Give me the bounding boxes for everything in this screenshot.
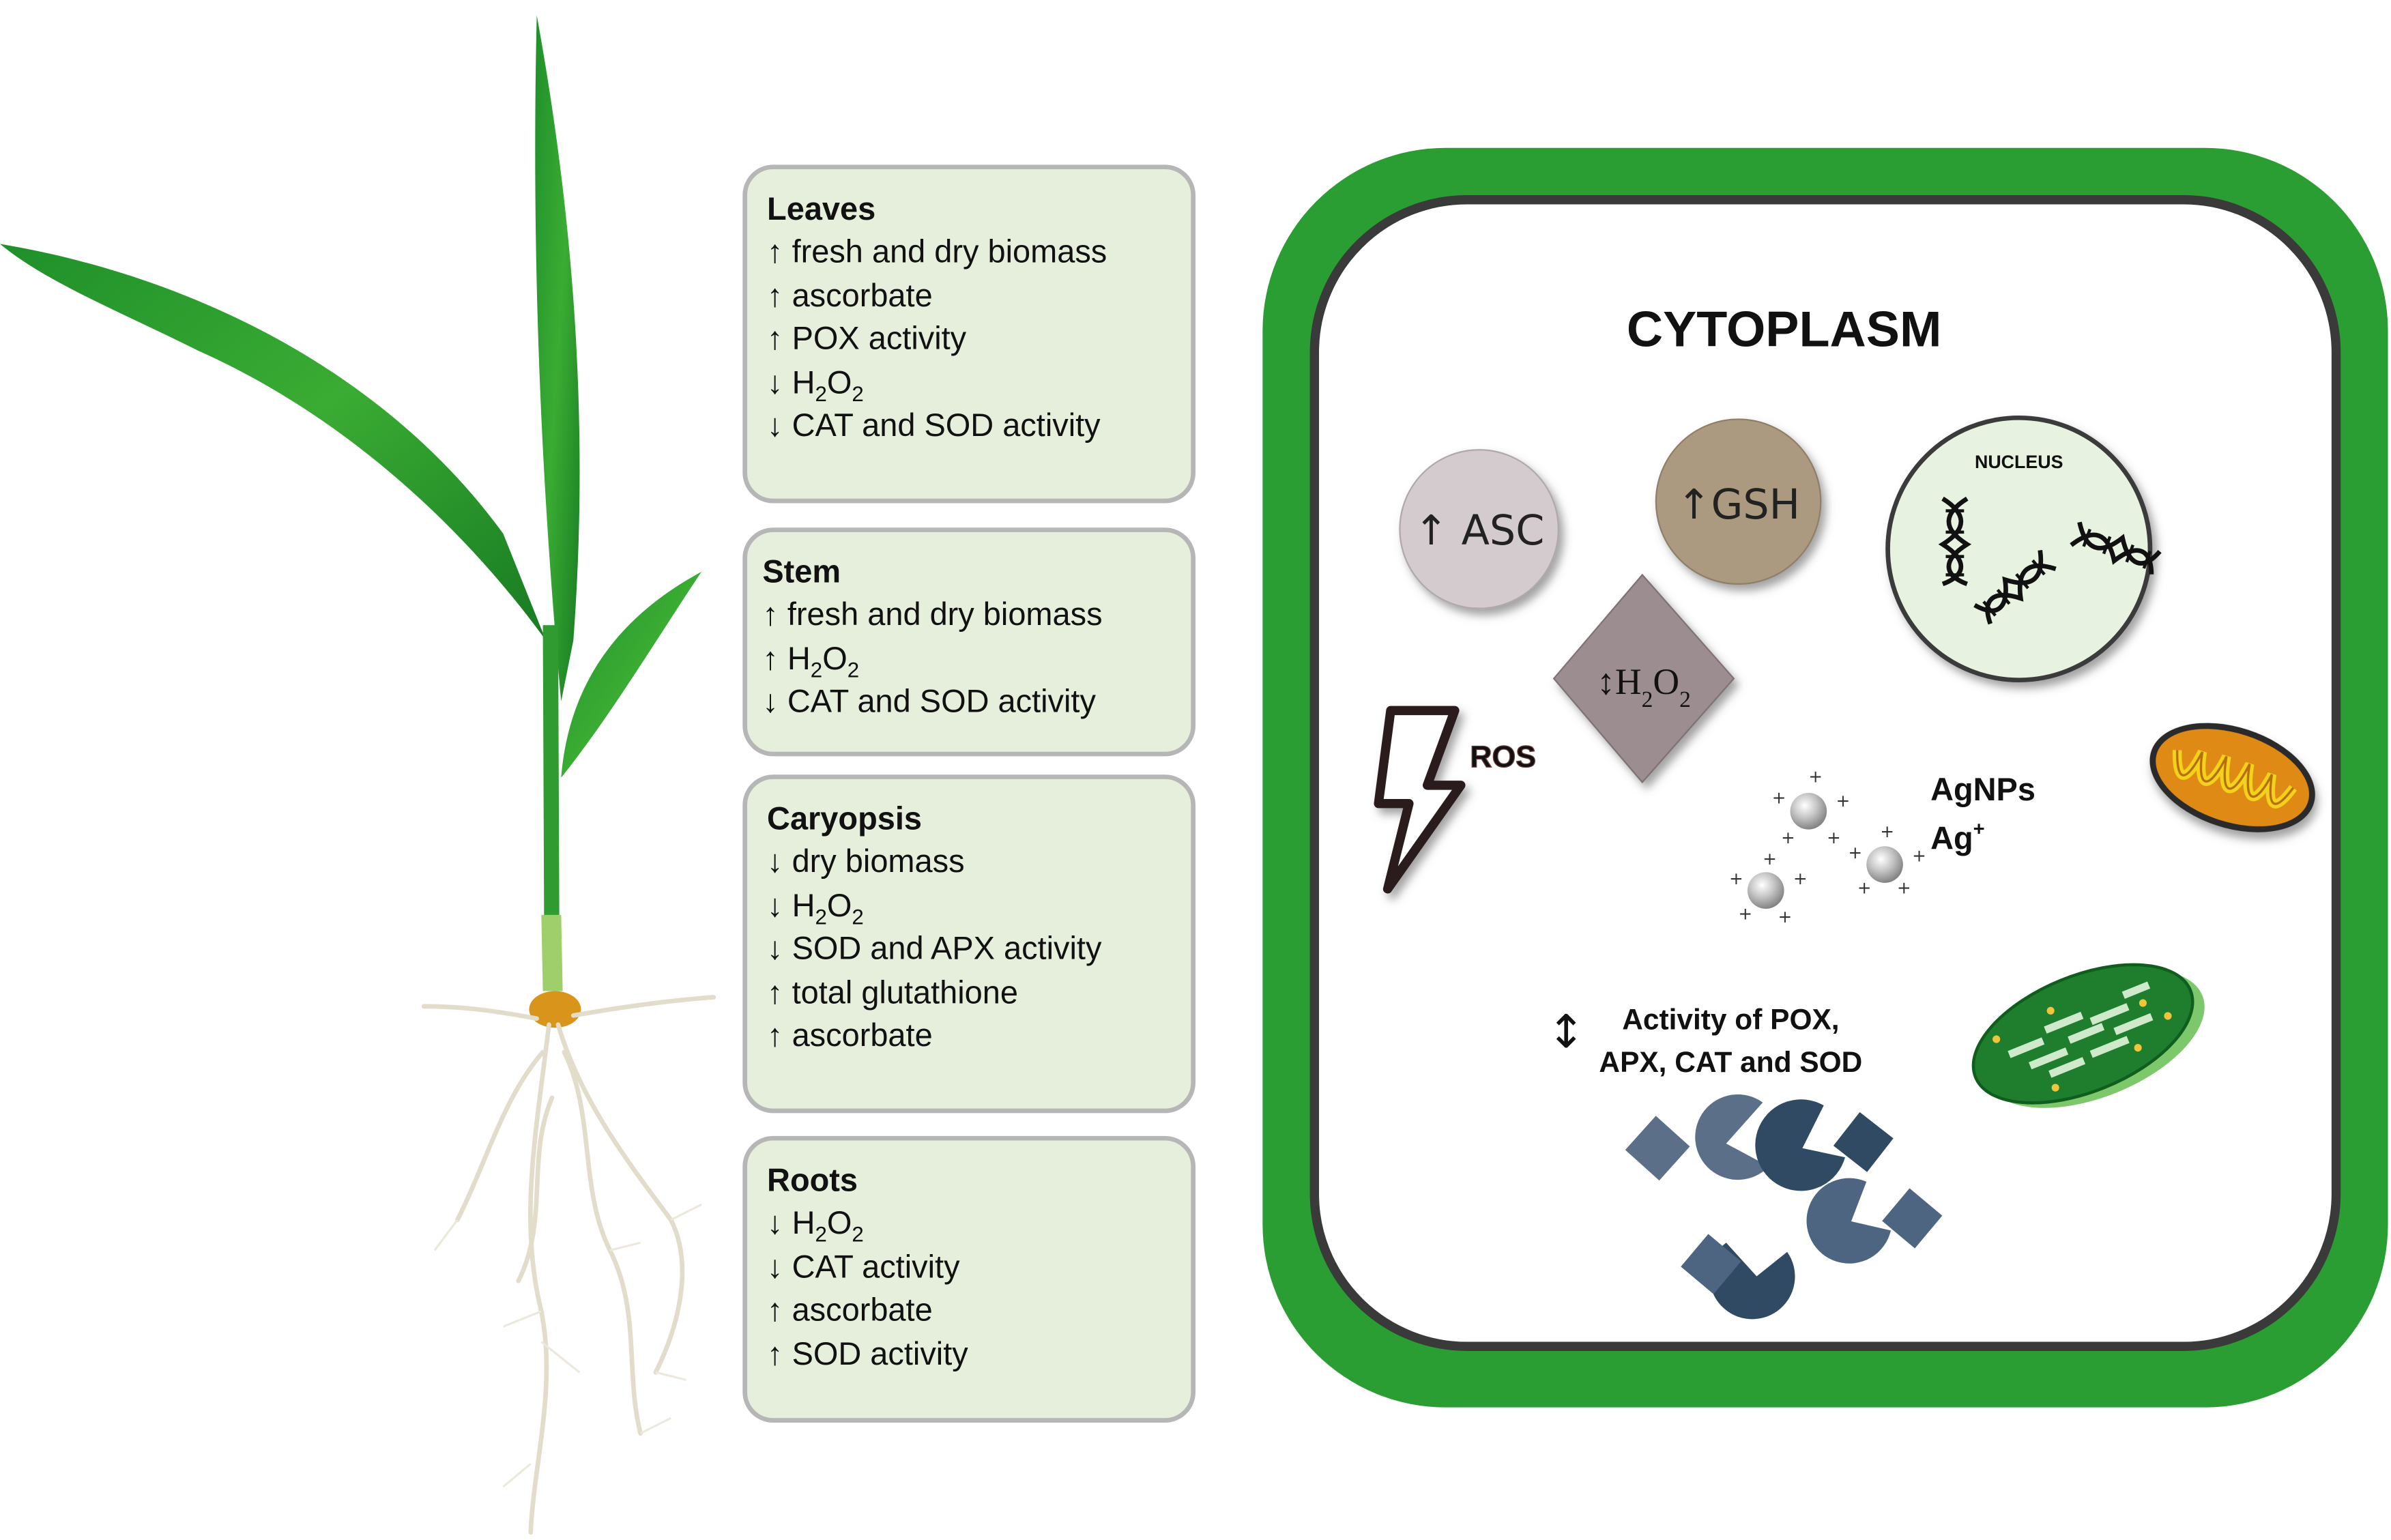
panel-roots: Roots ↓ H2O2 ↓ CAT activity ↑ ascorbate … xyxy=(742,1135,1196,1423)
svg-text:+: + xyxy=(1729,869,1743,888)
enzyme-label-line1: Activity of POX, xyxy=(1622,1003,1839,1035)
coleoptile xyxy=(541,914,563,991)
panel-line: ↓ CAT and SOD activity xyxy=(767,409,1101,445)
panel-stem: Stem ↑ fresh and dry biomass ↑ H2O2 ↓ CA… xyxy=(742,527,1196,757)
svg-text:+: + xyxy=(1897,878,1911,898)
chloroplast-icon xyxy=(1971,963,2205,1108)
nucleus-label: NUCLEUS xyxy=(1975,452,2063,472)
svg-text:+: + xyxy=(1793,869,1808,888)
panel-title: Caryopsis xyxy=(767,802,922,837)
nanoparticle-charges: +++++ +++++ +++++ xyxy=(1729,766,1926,927)
root-hairs xyxy=(433,1204,702,1488)
panel-caryopsis: Caryopsis ↓ dry biomass ↓ H2O2 ↓ SOD and… xyxy=(742,774,1196,1114)
stem xyxy=(542,625,560,991)
panel-line: ↓ H2O2 xyxy=(767,1206,864,1247)
caryopsis-seed xyxy=(529,991,581,1028)
panel-line: ↓ H2O2 xyxy=(767,888,864,929)
panel-line: ↑ SOD activity xyxy=(767,1337,968,1372)
enzyme-cluster xyxy=(1625,1094,1943,1320)
enzyme-pacman-icon xyxy=(1625,1094,1769,1181)
panel-line: ↓ SOD and APX activity xyxy=(767,931,1102,968)
dna-icon xyxy=(2070,521,2162,575)
lightning-bolt-icon xyxy=(1374,706,1466,894)
panel-leaves: Leaves ↑ fresh and dry biomass ↑ ascorba… xyxy=(742,164,1196,504)
svg-text:+: + xyxy=(1739,904,1753,924)
enzyme-pacman-icon xyxy=(1806,1178,1943,1264)
svg-text:+: + xyxy=(1836,791,1851,811)
panel-line: ↑ total glutathione xyxy=(767,975,1018,1011)
panel-line: ↓ H2O2 xyxy=(767,365,864,406)
agnps-label: AgNPs xyxy=(1930,772,2035,807)
svg-text:+: + xyxy=(1848,843,1862,862)
svg-text:+: + xyxy=(1772,788,1786,808)
enzyme-label-line2: APX, CAT and SOD xyxy=(1599,1046,1862,1078)
asc-circle xyxy=(1399,449,1559,609)
panel-line: ↑ fresh and dry biomass xyxy=(762,598,1103,633)
h2o2-diamond xyxy=(1552,573,1735,784)
silver-nanoparticle-icon xyxy=(1747,793,1903,909)
mitochondrion-icon xyxy=(2149,723,2315,832)
panel-line: ↑ fresh and dry biomass xyxy=(767,235,1107,270)
panel-line: ↑ ascorbate xyxy=(767,1019,933,1055)
h2o2-label: ↕H2O2 xyxy=(1597,661,1691,712)
gsh-label: ↑GSH xyxy=(1677,481,1800,529)
central-leaf xyxy=(535,15,580,701)
svg-text:+: + xyxy=(1857,878,1872,898)
enzyme-arrow: ↕ xyxy=(1547,1005,1585,1058)
gsh-circle xyxy=(1655,418,1822,585)
panel-line: ↑ ascorbate xyxy=(767,1293,933,1328)
svg-text:+: + xyxy=(1808,766,1823,786)
svg-text:+: + xyxy=(1781,828,1795,847)
svg-text:+: + xyxy=(1778,907,1793,927)
svg-text:+: + xyxy=(1880,822,1894,841)
panel-title: Stem xyxy=(762,555,841,590)
ros-label: ROS xyxy=(1470,740,1536,774)
panel-title: Roots xyxy=(767,1163,858,1199)
left-leaf xyxy=(0,244,547,641)
panel-line: ↓ CAT and SOD activity xyxy=(762,684,1096,721)
enzyme-pacman-icon xyxy=(1755,1099,1894,1191)
panel-line: ↑ POX activity xyxy=(767,321,967,358)
ag-ion-label: Ag+ xyxy=(1930,819,1985,856)
svg-text:+: + xyxy=(1827,828,1841,847)
cell-diagram: CYTOPLASM ↑ ASC ↑GSH ↕H2O2 NUCLEUS xyxy=(1262,147,2388,1408)
roots xyxy=(421,995,716,1535)
dna-icon xyxy=(1938,496,1972,587)
plant-illustration xyxy=(0,15,716,1535)
panel-line: ↑ ascorbate xyxy=(767,278,933,314)
cytoplasm-title: CYTOPLASM xyxy=(1627,300,1942,357)
panel-line: ↑ H2O2 xyxy=(762,641,860,682)
dna-icon xyxy=(1973,549,2057,625)
enzyme-pacman-icon xyxy=(1681,1234,1795,1320)
nucleus xyxy=(1885,415,2153,683)
panel-line: ↓ dry biomass xyxy=(767,845,965,880)
panel-title: Leaves xyxy=(767,192,876,227)
panel-line: ↓ CAT activity xyxy=(767,1249,960,1285)
right-leaf xyxy=(561,572,701,778)
asc-label: ↑ ASC xyxy=(1414,507,1544,555)
svg-text:+: + xyxy=(1763,849,1777,869)
svg-text:+: + xyxy=(1912,846,1926,866)
